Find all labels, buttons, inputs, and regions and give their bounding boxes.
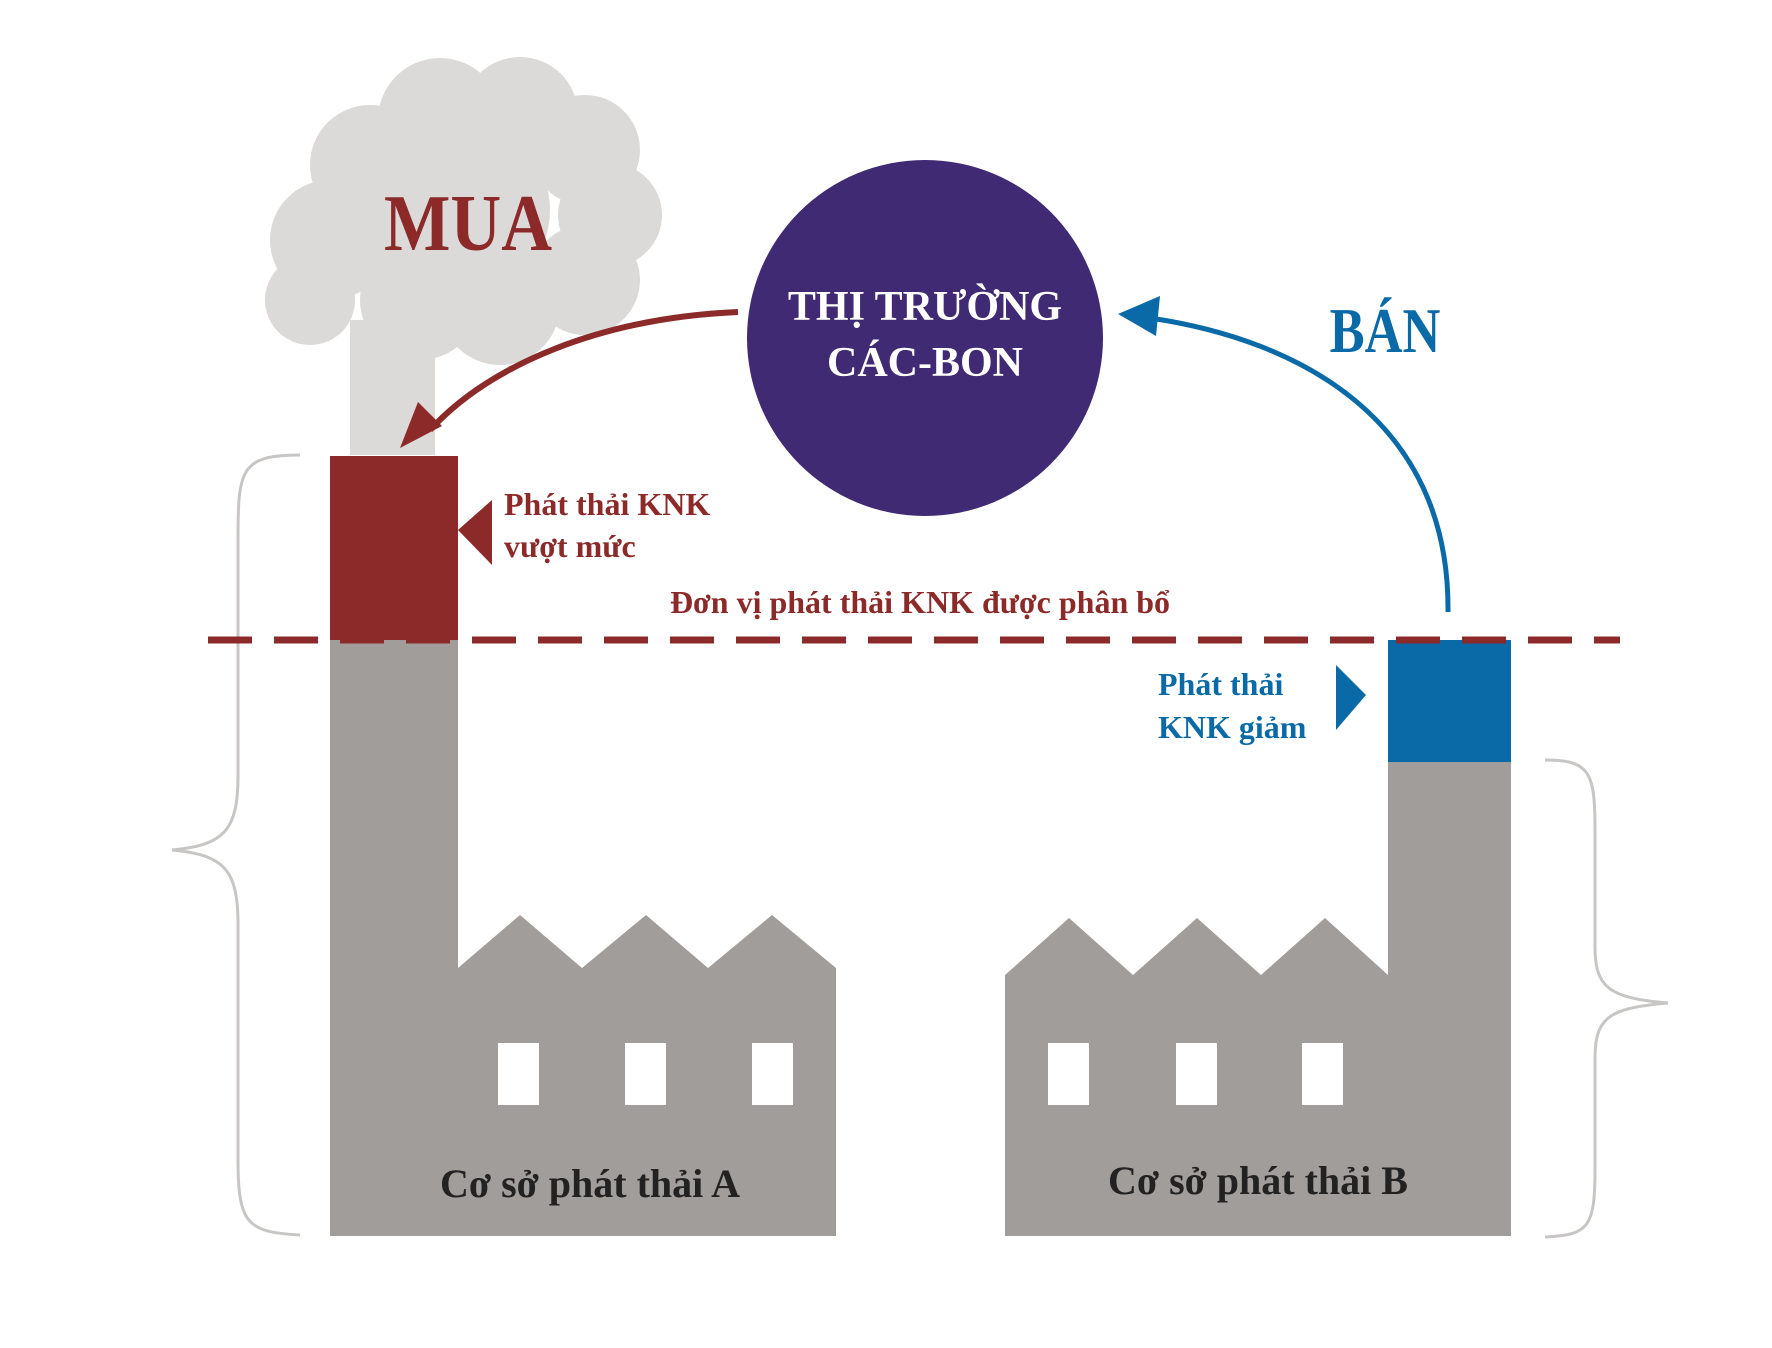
- sell-label: BÁN: [1330, 295, 1441, 366]
- allocated-label: Đơn vị phát thải KNK được phân bổ: [670, 584, 1170, 620]
- market-label-line1: THỊ TRƯỜNG: [788, 283, 1062, 330]
- reduced-label-line2: KNK giảm: [1158, 709, 1307, 745]
- reduced-emission-block: [1388, 640, 1511, 762]
- facility-b-window-1: [1048, 1043, 1089, 1105]
- buy-label: MUA: [384, 180, 552, 268]
- sell-arrowhead-icon: [1118, 296, 1160, 336]
- excess-label-line1: Phát thải KNK: [504, 486, 710, 522]
- buy-arrow: [400, 309, 739, 448]
- excess-emission-block: [330, 456, 458, 640]
- sell-arrow: [1118, 296, 1451, 613]
- buy-arrowhead-icon: [400, 402, 442, 448]
- reduced-label-line1: Phát thải: [1158, 666, 1283, 702]
- excess-pointer-icon: [458, 500, 492, 565]
- left-brace: [171, 453, 301, 1237]
- facility-a-shape: [330, 640, 836, 1236]
- facility-a-label: Cơ sở phát thải A: [440, 1161, 740, 1206]
- smoke-cloud: [265, 57, 662, 455]
- facility-a-window-2: [625, 1043, 666, 1105]
- facility-a-building: [330, 640, 836, 1236]
- carbon-market-circle: [747, 160, 1103, 516]
- facility-a-window-1: [498, 1043, 539, 1105]
- facility-b-window-2: [1176, 1043, 1217, 1105]
- facility-b-shape: [1005, 762, 1511, 1236]
- market-label-line2: CÁC-BON: [827, 339, 1023, 386]
- facility-b-window-3: [1302, 1043, 1343, 1105]
- reduced-pointer-icon: [1336, 665, 1366, 730]
- facility-b-label: Cơ sở phát thải B: [1108, 1158, 1408, 1203]
- right-brace: [1544, 758, 1669, 1239]
- excess-label-line2: vượt mức: [504, 528, 636, 564]
- facility-b-building: [1005, 762, 1511, 1236]
- facility-a-window-3: [752, 1043, 793, 1105]
